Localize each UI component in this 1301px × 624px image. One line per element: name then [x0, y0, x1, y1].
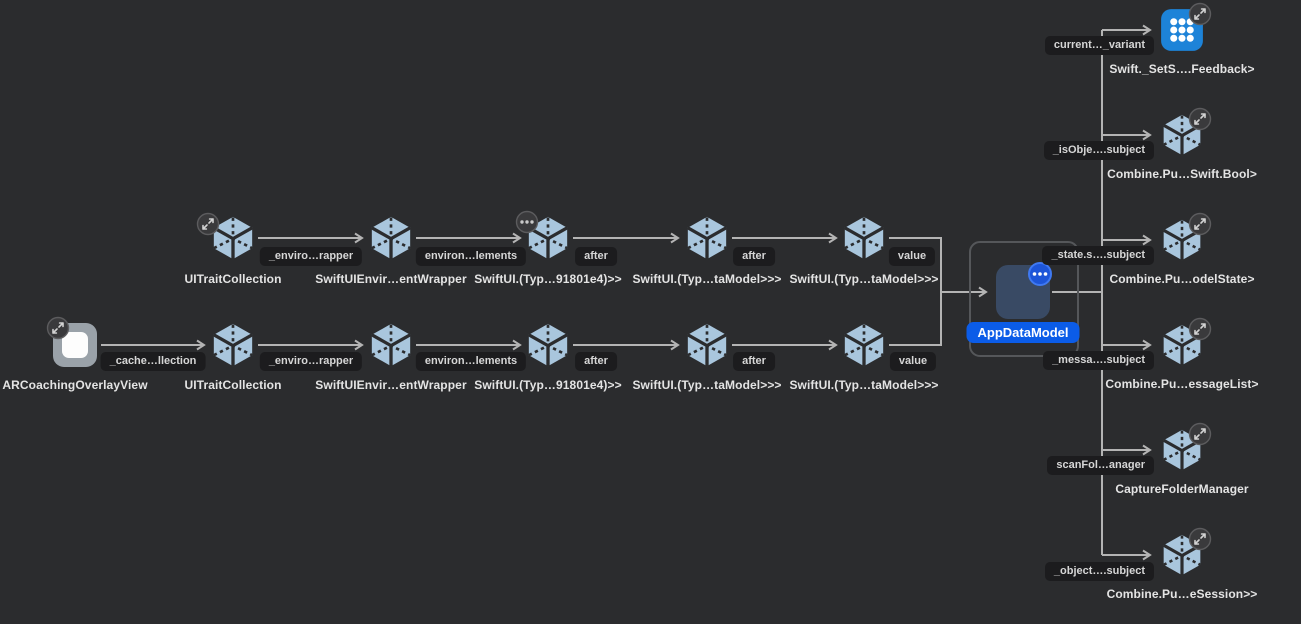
cube-icon[interactable] [368, 215, 414, 261]
edge-label[interactable]: _messa….subject [1043, 351, 1154, 370]
selected-node-label: AppDataModel [966, 322, 1080, 343]
node-label: Combine.Pu…eSession>> [1106, 587, 1258, 601]
edge-label[interactable]: _enviro…rapper [259, 352, 363, 371]
node-label: ARCoachingOverlayView [2, 378, 148, 392]
cube-icon[interactable] [525, 322, 571, 368]
edge-label[interactable]: after [733, 247, 775, 266]
edge-label[interactable]: _enviro…rapper [259, 247, 363, 266]
edge-label[interactable]: _state.s….subject [1042, 246, 1154, 265]
edge-label[interactable]: current…_variant [1044, 36, 1154, 55]
edge-label[interactable]: scanFol…anager [1047, 456, 1154, 475]
expand-badge-icon[interactable] [1188, 422, 1212, 446]
node-label: SwiftUI.(Typ…taModel>>> [789, 272, 939, 286]
expand-badge-icon[interactable] [46, 316, 70, 340]
edge-label[interactable]: _isObje….subject [1043, 141, 1154, 160]
node-label: SwiftUI.(Typ…taModel>>> [789, 378, 939, 392]
edge-label[interactable]: after [733, 352, 775, 371]
node-label: UITraitCollection [184, 378, 282, 392]
edge-label[interactable]: value [889, 352, 937, 371]
expand-badge-icon[interactable] [1188, 212, 1212, 236]
node-label: CaptureFolderManager [1115, 482, 1249, 496]
more-badge-icon[interactable] [515, 210, 539, 234]
edge-label[interactable]: after [575, 352, 617, 371]
node-label: SwiftUI.(Typ…taModel>>> [632, 272, 782, 286]
expand-badge-icon[interactable] [1188, 107, 1212, 131]
expand-badge-icon[interactable] [1188, 317, 1212, 341]
edge-label[interactable]: environ…lements [415, 352, 527, 371]
cube-icon[interactable] [841, 322, 887, 368]
cube-icon[interactable] [210, 322, 256, 368]
node-label: SwiftUI.(Typ…taModel>>> [632, 378, 782, 392]
node-label: Combine.Pu…Swift.Bool> [1107, 167, 1257, 181]
edge-label[interactable]: _cache…llection [100, 352, 206, 371]
edge-label[interactable]: after [575, 247, 617, 266]
cube-icon[interactable] [684, 322, 730, 368]
cube-icon[interactable] [368, 322, 414, 368]
expand-badge-icon[interactable] [1188, 2, 1212, 26]
node-label: Combine.Pu…odelState> [1109, 272, 1255, 286]
node-label: SwiftUIEnvir…entWrapper [315, 272, 467, 286]
expand-badge-icon[interactable] [1188, 527, 1212, 551]
cube-icon[interactable] [841, 215, 887, 261]
node-label: SwiftUIEnvir…entWrapper [315, 378, 467, 392]
edge-label[interactable]: environ…lements [415, 247, 527, 266]
edge-label[interactable]: _object….subject [1044, 562, 1154, 581]
node-label: SwiftUI.(Typ…91801e4)>> [474, 378, 622, 392]
cube-icon[interactable] [684, 215, 730, 261]
node-label: Combine.Pu…essageList> [1105, 377, 1259, 391]
edge-label[interactable]: value [888, 247, 936, 266]
node-label: UITraitCollection [184, 272, 282, 286]
expand-badge-icon[interactable] [196, 212, 220, 236]
selection-outline [969, 241, 1079, 357]
node-label: Swift._SetS….Feedback> [1109, 62, 1255, 76]
node-label: SwiftUI.(Typ…91801e4)>> [474, 272, 622, 286]
